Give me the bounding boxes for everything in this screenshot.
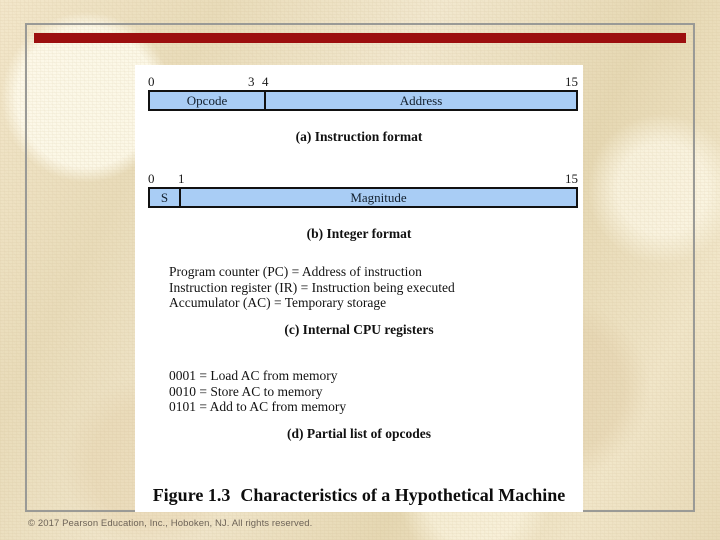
field-opcode: Opcode [150, 92, 264, 109]
figure-title: Figure 1.3 Characteristics of a Hypotheti… [135, 485, 583, 506]
opcode-line-store: 0010 = Store AC to memory [169, 383, 323, 399]
register-line-pc: Program counter (PC) = Address of instru… [169, 264, 422, 279]
opcode-list: 0001 = Load AC from memory 0010 = Store … [169, 368, 346, 415]
opcode-line-add: 0101 = Add to AC from memory [169, 399, 347, 414]
tick-label-0: 0 [148, 74, 155, 89]
tick-label-3: 3 [248, 74, 255, 89]
integer-format-bar: S Magnitude [148, 187, 578, 208]
copyright-footer: © 2017 Pearson Education, Inc., Hoboken,… [28, 518, 313, 529]
caption-integer-format: (b) Integer format [306, 226, 412, 241]
tick-label-1: 1 [178, 171, 185, 186]
integer-format-diagram: 0 1 15 S Magnitude (b) Integer format [135, 170, 583, 241]
caption-internal-cpu-registers: (c) Internal CPU registers [284, 322, 434, 337]
field-sign: S [150, 189, 179, 206]
caption-instruction-format: (a) Instruction format [295, 129, 423, 144]
integer-format-ruler: 0 1 15 [135, 170, 583, 187]
register-line-ac: Accumulator (AC) = Temporary storage [169, 295, 387, 310]
figure-panel: 0 3 4 15 Opcode Address (a) Instruction … [135, 65, 583, 512]
accent-bar [34, 33, 686, 43]
field-address: Address [264, 92, 576, 109]
tick-label-4: 4 [262, 74, 269, 89]
cpu-registers-list: Program counter (PC) = Address of instru… [169, 264, 455, 311]
figure-number: Figure 1.3 [152, 485, 231, 505]
caption-partial-list-of-opcodes: (d) Partial list of opcodes [287, 426, 431, 441]
register-line-ir: Instruction register (IR) = Instruction … [169, 279, 455, 295]
tick-label-0: 0 [148, 171, 155, 186]
opcode-line-load: 0001 = Load AC from memory [169, 368, 338, 383]
tick-label-15: 15 [565, 74, 578, 89]
tick-label-15: 15 [565, 171, 578, 186]
instruction-format-bar: Opcode Address [148, 90, 578, 111]
field-magnitude: Magnitude [179, 189, 576, 206]
figure-title-text: Characteristics of a Hypothetical Machin… [240, 485, 566, 505]
instruction-format-ruler: 0 3 4 15 [135, 73, 583, 90]
instruction-format-diagram: 0 3 4 15 Opcode Address (a) Instruction … [135, 73, 583, 144]
